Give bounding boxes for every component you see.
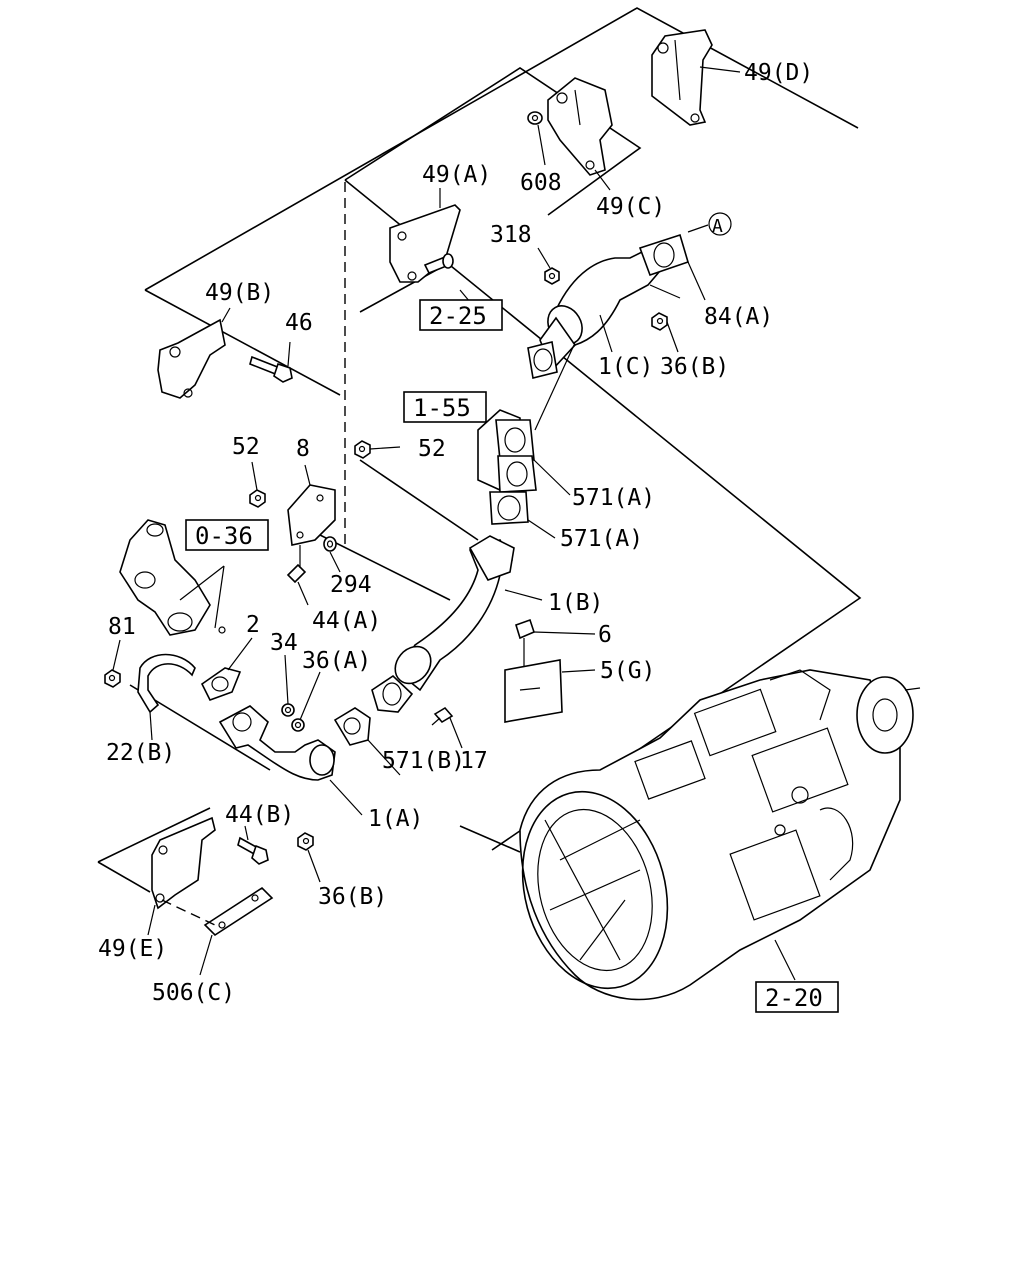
- bolt-44b: [237, 836, 269, 865]
- label-36b-top: 36(B): [660, 354, 729, 380]
- bolt-2-25: [423, 253, 454, 275]
- nut-608: [527, 111, 543, 125]
- label-608: 608: [520, 170, 562, 196]
- reference-label-1-55: 1-55: [413, 394, 471, 422]
- washer-294: [323, 536, 337, 552]
- nut-52-right: [354, 440, 371, 459]
- pipe-1c: [527, 233, 689, 379]
- label-1c: 1(C): [598, 354, 653, 380]
- nut-52-left: [249, 489, 266, 508]
- reference-1-55: 1-55: [403, 391, 487, 423]
- reference-2-20: 2-20: [755, 981, 839, 1013]
- label-36a: 36(A): [302, 648, 371, 674]
- nut-318: [544, 267, 560, 285]
- reference-label-0-36: 0-36: [195, 522, 253, 550]
- bracket-49c: [547, 77, 613, 176]
- label-571b: 571(B): [382, 748, 465, 774]
- label-49b: 49(B): [205, 280, 274, 306]
- reference-label-2-25: 2-25: [429, 302, 487, 330]
- bracket-8: [287, 484, 336, 546]
- transmission-2-20: [519, 669, 921, 1001]
- label-5g: 5(G): [600, 658, 655, 684]
- label-49e: 49(E): [98, 936, 167, 962]
- label-571a-2: 571(A): [560, 526, 643, 552]
- label-52-left: 52: [232, 434, 260, 460]
- label-49a: 49(A): [422, 162, 491, 188]
- circle-a-marker: A: [708, 212, 732, 237]
- leader-lines: [112, 66, 796, 981]
- label-571a-1: 571(A): [572, 485, 655, 511]
- gasket-2: [200, 667, 242, 701]
- bolt-46: [249, 355, 293, 383]
- clamp-22b: [137, 653, 196, 714]
- plate-5g: [504, 659, 563, 723]
- label-506c: 506(C): [152, 980, 235, 1006]
- label-318: 318: [490, 222, 532, 248]
- label-1a: 1(A): [368, 806, 423, 832]
- label-2: 2: [246, 612, 260, 638]
- bolt-17: [431, 706, 454, 726]
- label-6: 6: [598, 622, 612, 648]
- label-17: 17: [460, 748, 488, 774]
- bracket-49a: [389, 204, 461, 283]
- gasket-571b: [333, 707, 371, 746]
- label-34: 34: [270, 630, 298, 656]
- label-49c: 49(C): [596, 194, 665, 220]
- label-8: 8: [296, 436, 310, 462]
- label-46: 46: [285, 310, 313, 336]
- label-1b: 1(B): [548, 590, 603, 616]
- washer-34: [281, 703, 295, 717]
- bracket-49b: [157, 318, 226, 399]
- label-52-right: 52: [418, 436, 446, 462]
- label-49d: 49(D): [744, 60, 813, 86]
- nut-81: [104, 669, 121, 688]
- nut-36b-top: [651, 312, 668, 331]
- bolt-44a: [286, 545, 307, 584]
- label-22b: 22(B): [106, 740, 175, 766]
- label-a: A: [712, 216, 723, 237]
- label-36b-bottom: 36(B): [318, 884, 387, 910]
- callout-labels: 49(D) 608 49(C) 49(A) 318 A 84(A) 49(B) …: [98, 60, 813, 1006]
- pipe-1a: [218, 705, 336, 781]
- reference-0-36: 0-36: [185, 519, 269, 551]
- reference-label-2-20: 2-20: [765, 984, 823, 1012]
- exhaust-manifold: [119, 519, 226, 636]
- flange-assembly-1-55: [477, 409, 537, 525]
- bracket-49d: [651, 29, 713, 126]
- label-44a: 44(A): [312, 608, 381, 634]
- label-294: 294: [330, 572, 372, 598]
- label-81: 81: [108, 614, 136, 640]
- label-44b: 44(B): [225, 802, 294, 828]
- pipe-1b: [371, 535, 515, 713]
- label-84a: 84(A): [704, 304, 773, 330]
- nut-36b-bottom: [297, 832, 314, 851]
- reference-2-25: 2-25: [419, 299, 503, 331]
- bolt-6: [515, 618, 535, 672]
- bracket-49e: [151, 816, 216, 910]
- plate-506c: [161, 886, 274, 937]
- nut-36a: [291, 718, 305, 732]
